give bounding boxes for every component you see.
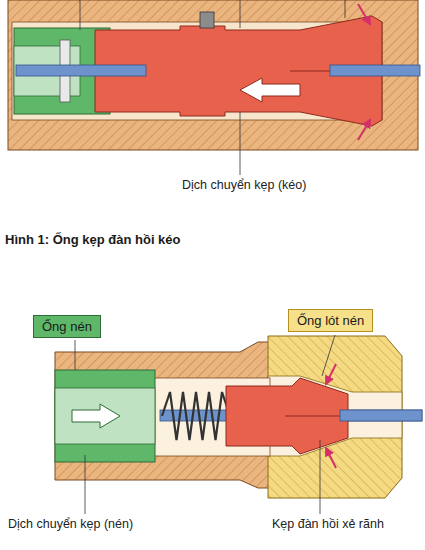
collet-slot [285,415,348,416]
clamp-force-arrow [358,120,370,140]
leader-line [85,455,86,514]
motion-label: Dịch chuyển kẹp (nén) [8,517,133,531]
workpiece-rod [340,410,422,421]
figure-caption: Hình 1: Ống kẹp đàn hồi kéo [5,232,181,247]
collet-push [226,378,348,454]
guide-screw [200,12,214,28]
leader-line [240,112,241,175]
leader-line [240,0,241,28]
pull-arrow [240,78,300,102]
leader-line [345,0,346,18]
leader-line [75,340,76,370]
part-name: Ống nén [42,319,92,334]
motion-label: Dịch chuyển kẹp (kéo) [182,178,306,192]
part-label: Kẹp đàn hồi xẻ rãnh [272,517,384,531]
push-tube-bore [55,388,155,444]
compression-spring [162,392,230,440]
workpiece-rod [330,65,420,76]
leader-line [320,440,321,514]
leader-line [80,0,81,30]
leader-line [322,335,335,376]
part-name: Ống lót nén [297,313,364,328]
push-arrow [72,404,120,428]
clamp-force-arrow [326,364,336,384]
clamp-force-arrow [326,448,336,468]
clamp-force-arrow [358,4,370,24]
push-tube [55,370,155,462]
workpiece-rod [16,65,146,76]
part-tag: Ống nén [33,315,101,338]
part-tag: Ống lót nén [288,309,373,332]
